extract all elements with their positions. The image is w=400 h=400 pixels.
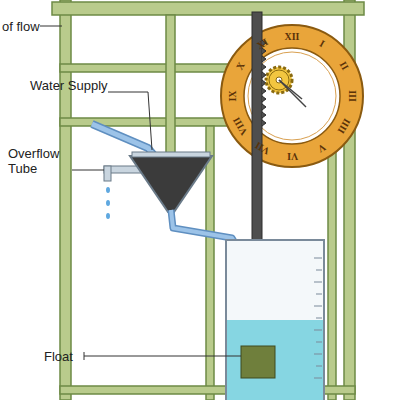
part-label: Float [44, 349, 73, 364]
overflow-tube [104, 166, 142, 219]
funnel [130, 152, 212, 212]
flow-note: of flow [2, 19, 40, 34]
dial-numeral: III [346, 90, 356, 102]
clock-hand [279, 80, 306, 107]
leader-lines [40, 26, 241, 360]
wooden-frame [52, 0, 364, 400]
dial-numeral: XII [285, 32, 300, 42]
dial-numeral: IX [228, 90, 238, 101]
measuring-cylinder [226, 240, 324, 400]
part-label: Overflow Tube [8, 146, 68, 176]
float [241, 346, 275, 378]
dial-numeral: VI [287, 151, 298, 161]
part-label: Water Supply [30, 78, 108, 93]
clock-dial [221, 25, 363, 167]
